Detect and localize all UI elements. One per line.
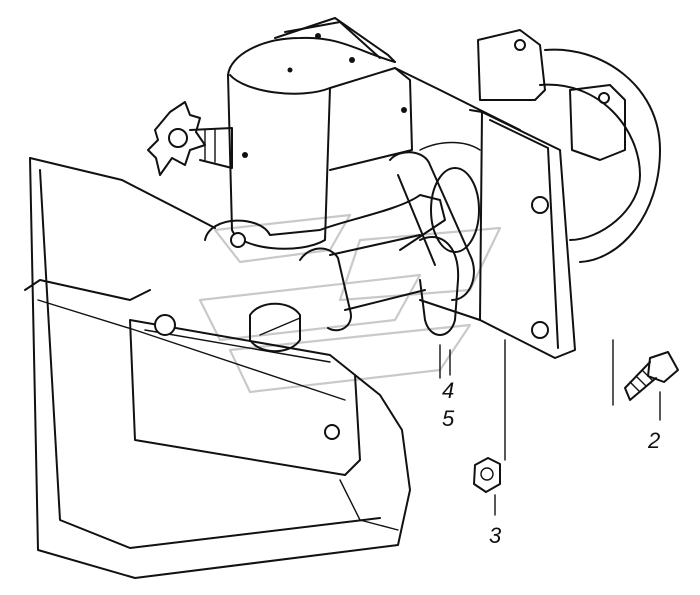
callout-4: 4 — [442, 378, 455, 403]
callout-2: 2 — [648, 428, 661, 453]
bolt-part-2 — [624, 351, 679, 421]
handwheel — [147, 101, 233, 176]
callout-5: 5 — [442, 406, 455, 431]
leader-lines — [439, 339, 614, 461]
nut-part-3 — [473, 457, 501, 516]
linkage-tubes — [204, 151, 480, 353]
callout-3: 3 — [489, 523, 502, 548]
motor-housing — [227, 17, 521, 250]
mounting-plate — [24, 157, 411, 579]
flange-housing — [419, 29, 661, 359]
